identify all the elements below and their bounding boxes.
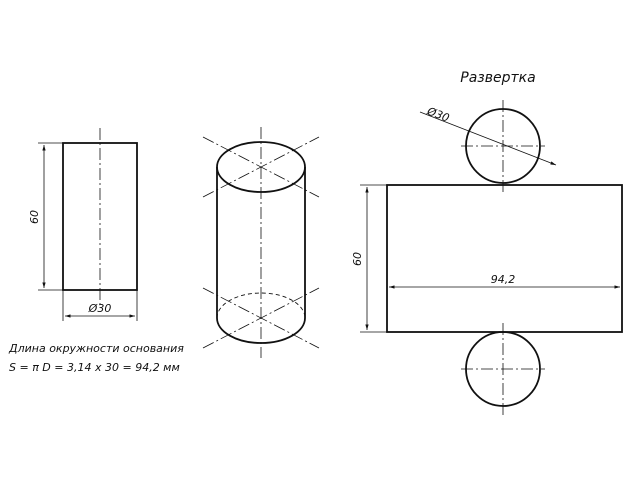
net-lateral-rectangle [386,184,623,333]
formula-equation: S = π D = 3,14 x 30 = 94,2 мм [9,361,180,374]
bottom-centerline-b [202,287,320,349]
diameter-dimension-label: Ø30 [88,302,112,315]
top-centerline-b [202,136,320,198]
front-view: 60 Ø30 [28,128,138,321]
formula-caption: Длина окружности основания [9,342,184,355]
net-circle-dim-line [419,111,557,166]
development-net: Развертка Ø30 94,2 60 [351,70,623,415]
isometric-view [202,127,320,358]
bottom-ellipse-hidden [216,292,306,319]
height-dimension-label: 60 [28,210,41,224]
net-height-dimension-label: 60 [351,252,364,266]
net-length-dimension-label: 94,2 [491,273,516,286]
net-title: Развертка [460,70,535,86]
net-circle-dim-label: Ø30 [424,104,451,125]
